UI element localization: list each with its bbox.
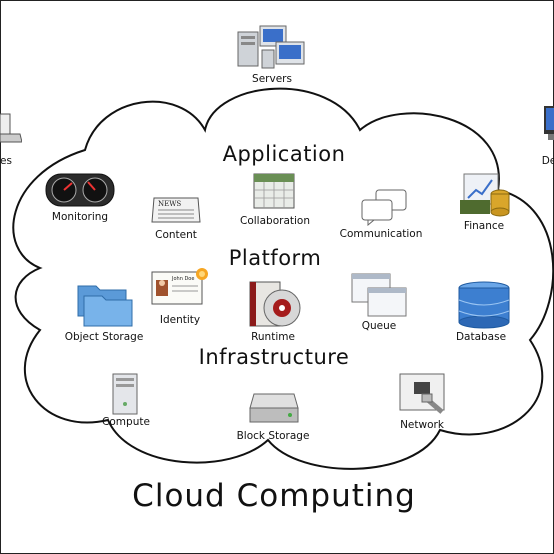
- news-text: NEWS: [158, 200, 181, 208]
- calendar-icon: [250, 170, 298, 212]
- folders-icon: [76, 280, 134, 328]
- application-heading: Application: [222, 142, 346, 166]
- desktop-icon: [542, 104, 554, 144]
- monitoring-label: Monitoring: [51, 211, 109, 223]
- block-storage-icon: [248, 390, 300, 426]
- monitoring-icon: [44, 170, 116, 210]
- id-card-icon: John Doe: [150, 266, 212, 308]
- servers-icon: [232, 22, 312, 72]
- desktops-label-partial: De: [541, 155, 554, 167]
- queue-label: Queue: [361, 320, 397, 332]
- finance-label: Finance: [463, 220, 505, 232]
- identity-label: Identity: [159, 314, 201, 326]
- collaboration-label: Collaboration: [240, 215, 310, 227]
- laptop-icon: [0, 110, 23, 146]
- network-port-icon: [398, 372, 450, 418]
- laptops-label-partial: es: [0, 155, 12, 167]
- runtime-label: Runtime: [251, 331, 295, 343]
- infrastructure-heading: Infrastructure: [198, 345, 350, 369]
- chat-bubbles-icon: [358, 188, 410, 227]
- platform-heading: Platform: [228, 246, 322, 270]
- compute-server-icon: [110, 372, 140, 416]
- block-storage-label: Block Storage: [236, 430, 310, 442]
- finance-icon: [460, 172, 514, 218]
- communication-label: Communication: [339, 228, 423, 240]
- network-label: Network: [400, 419, 444, 431]
- queue-windows-icon: [350, 272, 410, 318]
- object-storage-label: Object Storage: [64, 331, 144, 343]
- diagram-title: Cloud Computing: [132, 478, 416, 514]
- database-icon: [456, 280, 512, 330]
- runtime-disc-icon: [248, 280, 302, 330]
- newspaper-icon: NEWS: [150, 196, 202, 226]
- id-card-name: John Doe: [171, 276, 194, 282]
- content-label: Content: [155, 229, 197, 241]
- servers-label: Servers: [252, 73, 292, 85]
- compute-label: Compute: [102, 416, 150, 428]
- database-label: Database: [455, 331, 507, 343]
